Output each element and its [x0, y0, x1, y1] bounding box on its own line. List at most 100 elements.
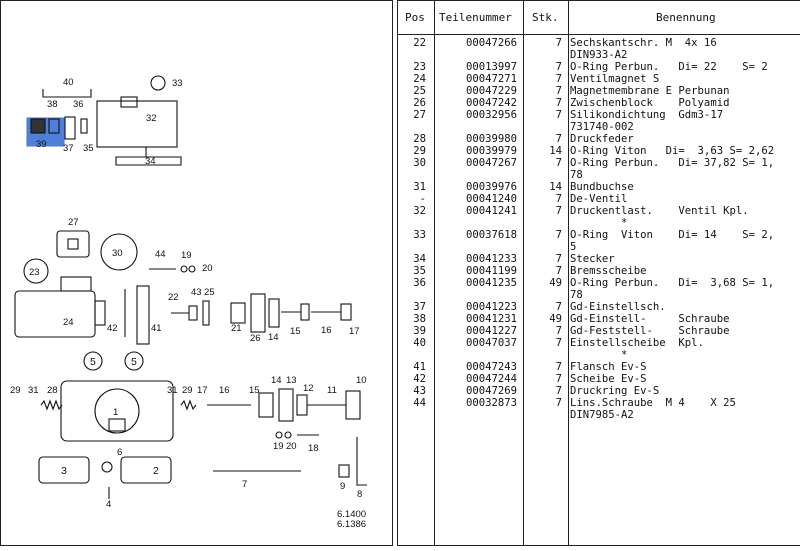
part-label: 3 — [61, 465, 67, 477]
cell-desc: Lins.Schraube M 4 X 25 — [570, 397, 736, 409]
cell-qty: 7 — [555, 205, 562, 217]
header-teilenummer: Teilenummer — [439, 11, 512, 24]
cell-desc-continuation: 5 — [570, 241, 577, 253]
cell-desc-continuation: 78 — [570, 289, 583, 301]
cell-desc: O-Ring Viton Di= 14 S= 2, — [570, 229, 775, 241]
cell-pos: 33 — [413, 229, 426, 241]
cell-desc: Druckfeder — [570, 133, 634, 145]
part-label: 12 — [303, 383, 314, 394]
column-divider — [523, 1, 524, 545]
part-label: 7 — [242, 479, 247, 490]
cell-num: 00047271 — [465, 73, 517, 85]
ref-code-2: 6.1386 — [337, 519, 366, 530]
part-label: 27 — [68, 217, 79, 228]
cell-desc-continuation: DIN933-A2 — [570, 49, 628, 61]
cell-num: 00032873 — [465, 397, 517, 409]
part-label: 20 — [202, 263, 213, 274]
part-label: 31 — [28, 385, 39, 396]
part-label: 43 — [191, 287, 202, 298]
exploded-view-drawing: 40 38 36 33 32 39 37 35 34 27 30 44 19 2… — [0, 0, 393, 546]
part-label: 25 — [204, 287, 215, 298]
cell-num: 00047242 — [465, 97, 517, 109]
cell-num: 00041199 — [465, 265, 517, 277]
cell-desc-continuation: 731740-002 — [570, 121, 634, 133]
cell-desc: Magnetmembrane E Perbunan — [570, 85, 730, 97]
cell-desc: Bundbuchse — [570, 181, 634, 193]
cell-desc: Einstellscheibe Kpl. — [570, 337, 704, 349]
cell-qty: 7 — [555, 385, 562, 397]
part-label: 4 — [106, 499, 111, 510]
header-stk: Stk. — [532, 11, 559, 24]
part-label: 30 — [112, 248, 123, 259]
part-label: 11 — [327, 385, 337, 396]
part-label: 5 — [131, 356, 137, 368]
cell-qty: 7 — [555, 133, 562, 145]
drawing-labels: 40 38 36 33 32 39 37 35 34 27 30 44 19 2… — [10, 77, 367, 530]
cell-num: 00047244 — [465, 373, 517, 385]
part-label: 44 — [155, 249, 166, 260]
cell-pos: 24 — [413, 73, 426, 85]
cell-num: 00047266 — [465, 37, 517, 49]
cell-num: 00041235 — [465, 277, 517, 289]
cell-desc-continuation: * — [570, 217, 628, 229]
part-label: 13 — [286, 375, 297, 386]
part-label: 28 — [47, 385, 58, 396]
part-label: 24 — [63, 317, 74, 328]
cell-num: 00041233 — [465, 253, 517, 265]
cell-desc: Ventilmagnet S — [570, 73, 660, 85]
cell-num: 00037618 — [465, 229, 517, 241]
header-benennung: Benennung — [656, 11, 716, 24]
cell-qty: 7 — [555, 61, 562, 73]
cell-desc: De-Ventil — [570, 193, 628, 205]
part-label: 16 — [321, 325, 332, 336]
part-label: 19 — [181, 250, 192, 261]
cell-desc-continuation: DIN7985-A2 — [570, 409, 634, 421]
cell-qty: 7 — [555, 109, 562, 121]
cell-qty: 7 — [555, 157, 562, 169]
cell-desc: Gd-Einstellsch. — [570, 301, 666, 313]
part-label: 14 — [271, 375, 282, 386]
part-label: 26 — [250, 333, 261, 344]
cell-pos: 26 — [413, 97, 426, 109]
cell-desc: O-Ring Perbun. Di= 22 S= 2 — [570, 61, 768, 73]
part-label: 38 — [47, 99, 58, 110]
part-label: 8 — [357, 489, 362, 500]
cell-pos: 32 — [413, 205, 426, 217]
cell-pos: 41 — [413, 361, 426, 373]
cell-pos: 43 — [413, 385, 426, 397]
column-divider — [434, 1, 435, 545]
cell-desc-continuation: 78 — [570, 169, 583, 181]
cell-pos: 35 — [413, 265, 426, 277]
part-label: 31 — [167, 385, 178, 396]
part-label: 16 — [219, 385, 230, 396]
cell-qty: 7 — [555, 85, 562, 97]
cell-qty: 49 — [549, 277, 562, 289]
cell-qty: 49 — [549, 313, 562, 325]
part-label: 21 — [231, 323, 242, 334]
part-label: 34 — [145, 156, 156, 167]
cell-num: 00039979 — [465, 145, 517, 157]
cell-desc-continuation: * — [570, 349, 628, 361]
cell-num: 00047037 — [465, 337, 517, 349]
cell-desc: O-Ring Perbun. Di= 3,68 S= 1, — [570, 277, 775, 289]
cell-pos: 42 — [413, 373, 426, 385]
part-label: 33 — [172, 78, 183, 89]
cell-pos: 25 — [413, 85, 426, 97]
part-label: 29 — [10, 385, 21, 396]
cell-desc: Scheibe Ev-S — [570, 373, 647, 385]
cell-qty: 7 — [555, 265, 562, 277]
cell-num: 00013997 — [465, 61, 517, 73]
cell-num: 00041227 — [465, 325, 517, 337]
cell-desc: Flansch Ev-S — [570, 361, 647, 373]
cell-qty: 7 — [555, 373, 562, 385]
cell-pos: 37 — [413, 301, 426, 313]
cell-qty: 7 — [555, 229, 562, 241]
header-pos: Pos — [405, 11, 425, 24]
part-label: 19 — [273, 441, 284, 452]
cell-desc: Silikondichtung Gdm3-17 — [570, 109, 724, 121]
cell-qty: 7 — [555, 301, 562, 313]
cell-desc: Bremsscheibe — [570, 265, 647, 277]
cell-desc: Gd-Einstell- Schraube — [570, 313, 730, 325]
cell-num: 00039980 — [465, 133, 517, 145]
